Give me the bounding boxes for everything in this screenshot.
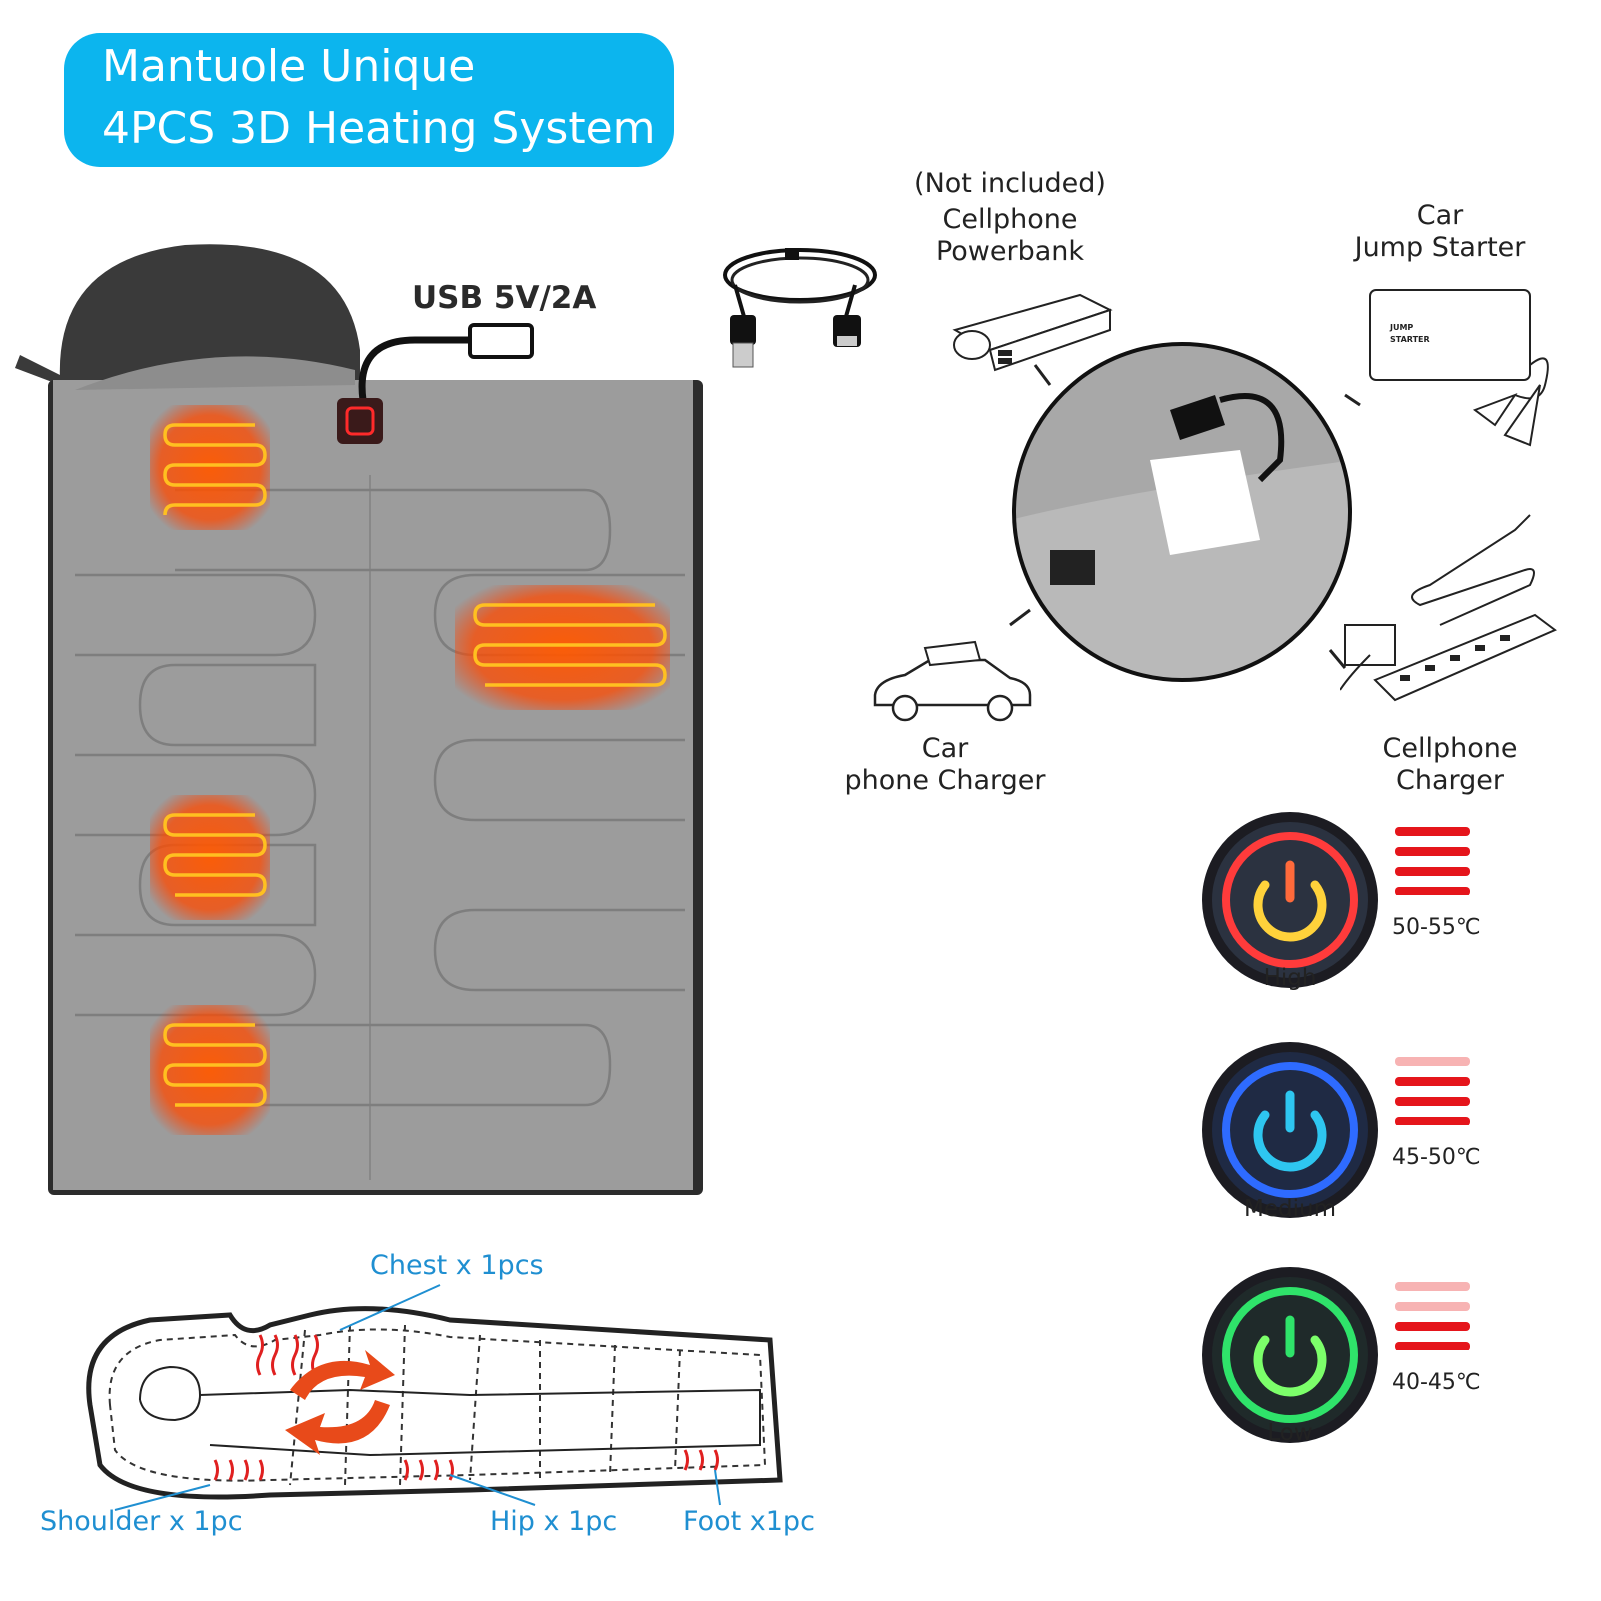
zone-chest-label: Chest x 1pcs	[370, 1250, 544, 1281]
title-line-2: 4PCS 3D Heating System	[102, 103, 656, 154]
medium-heat-bars	[1395, 1057, 1470, 1125]
usb-spec-label: USB 5V/2A	[412, 280, 597, 316]
cellphone-charger-label-2: Charger	[1396, 765, 1504, 796]
jump-starter-icon: JUMP STARTER	[1369, 289, 1549, 447]
heating-pads	[150, 405, 670, 1135]
low-level-label: Low	[1267, 1420, 1313, 1446]
zone-foot-label: Foot x1pc	[683, 1506, 815, 1537]
title-banner: Mantuole Unique 4PCS 3D Heating System	[64, 33, 674, 167]
low-heat-bars	[1395, 1282, 1470, 1350]
jump-starter-device-text-2: STARTER	[1390, 335, 1430, 344]
medium-level-label: Medium	[1244, 1196, 1336, 1222]
car-charger-label-2: phone Charger	[844, 765, 1046, 796]
high-level-label: High	[1263, 965, 1317, 991]
high-temp-label: 50-55℃	[1392, 915, 1481, 940]
body-zones-diagram	[86, 1306, 783, 1500]
sleeping-bag-illustration	[15, 244, 703, 1195]
cellphone-charger-label-1: Cellphone	[1382, 733, 1518, 764]
low-level-button	[1202, 1267, 1378, 1443]
car-charger-label-1: Car	[921, 733, 969, 764]
powerbank-label-2: Powerbank	[935, 236, 1085, 267]
powerbank-label-1: Cellphone	[942, 204, 1078, 235]
high-level-button	[1202, 812, 1378, 988]
jump-starter-device-text-1: JUMP	[1389, 323, 1413, 332]
zone-hip-label: Hip x 1pc	[490, 1506, 618, 1537]
usb-extension-cable	[723, 248, 877, 368]
powerbank-note: (Not included)	[914, 168, 1106, 199]
pocket-closeup	[1012, 342, 1352, 682]
title-line-1: Mantuole Unique	[102, 41, 476, 92]
powerbank-icon	[952, 293, 1113, 372]
low-temp-label: 40-45℃	[1392, 1370, 1481, 1395]
cellphone-charger-icon	[1340, 514, 1557, 702]
jump-starter-label-2: Jump Starter	[1354, 232, 1526, 263]
medium-level-button	[1202, 1042, 1378, 1218]
medium-temp-label: 45-50℃	[1392, 1145, 1481, 1170]
car-icon	[873, 640, 1032, 722]
jump-starter-label-1: Car	[1416, 200, 1464, 231]
zone-shoulder-label: Shoulder x 1pc	[40, 1506, 243, 1537]
high-heat-bars	[1395, 827, 1470, 895]
